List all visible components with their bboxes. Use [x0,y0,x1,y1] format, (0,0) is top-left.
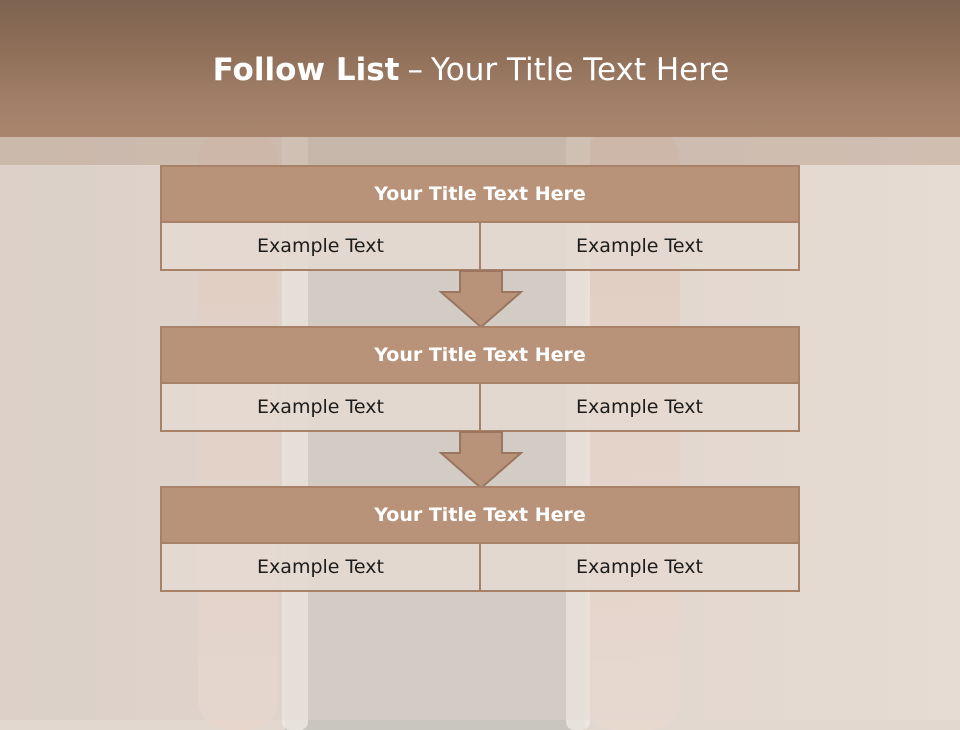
list-block-2: Your Title Text Here Example Text Exampl… [160,326,800,432]
title-separator: – [407,52,423,88]
block-row: Example Text Example Text [162,384,798,430]
header-band [0,0,960,137]
block-row: Example Text Example Text [162,223,798,269]
block-cell-right: Example Text [479,384,798,430]
block-row: Example Text Example Text [162,544,798,590]
block-cell-left: Example Text [162,223,479,269]
block-title: Your Title Text Here [162,328,798,384]
down-arrow-icon [438,431,524,489]
block-cell-left: Example Text [162,544,479,590]
list-block-1: Your Title Text Here Example Text Exampl… [160,165,800,271]
block-title: Your Title Text Here [162,167,798,223]
title-rest: Your Title Text Here [430,52,730,88]
list-block-3: Your Title Text Here Example Text Exampl… [160,486,800,592]
block-cell-left: Example Text [162,384,479,430]
block-cell-right: Example Text [479,544,798,590]
header-strip [0,137,960,165]
down-arrow-icon [438,270,524,328]
block-cell-right: Example Text [479,223,798,269]
block-title: Your Title Text Here [162,488,798,544]
slide-title: Follow List–Your Title Text Here [0,52,942,88]
title-bold: Follow List [212,52,400,88]
